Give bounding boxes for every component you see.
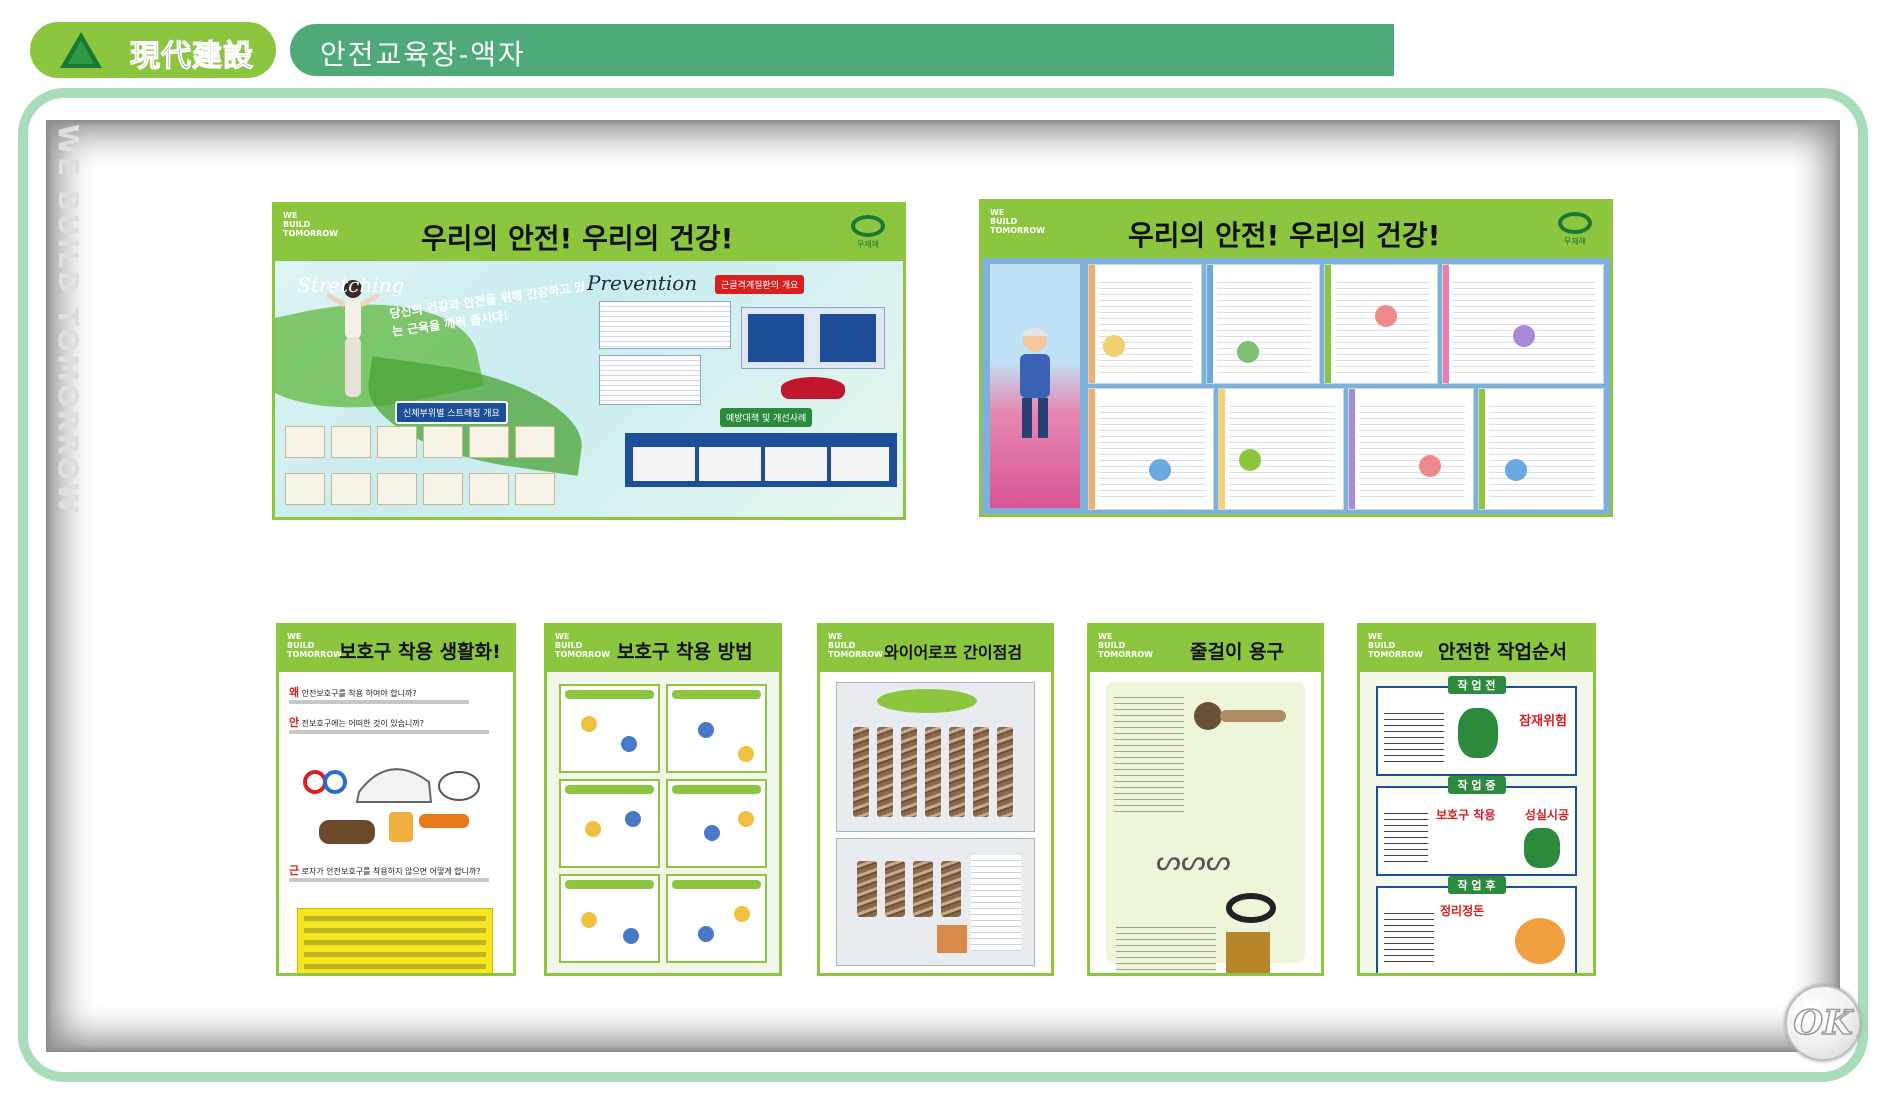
poster-title: 줄걸이 용구 bbox=[1190, 641, 1285, 663]
diagram-block bbox=[599, 355, 701, 405]
poster-body: 작 업 전 잠재위험 작 업 중 보호구 착용 성실시공 작 업 후 정리정돈 bbox=[1360, 672, 1593, 973]
poster-work-sequence[interactable]: WE BUILD TOMORROW 안전한 작업순서 작 업 전 잠재위험 작 … bbox=[1357, 623, 1596, 976]
logo-text: 現代建設 bbox=[130, 39, 254, 75]
text-line bbox=[289, 700, 469, 704]
text-line bbox=[289, 878, 489, 882]
method-grid bbox=[559, 684, 767, 963]
manual-page bbox=[1324, 264, 1438, 384]
poster-body: ᔕᔕᔕ bbox=[1090, 672, 1321, 973]
corner-tag: WE BUILD TOMORROW bbox=[1368, 632, 1423, 659]
rope-chart bbox=[836, 682, 1035, 832]
corner-tag: WE BUILD TOMORROW bbox=[555, 632, 610, 659]
question-2: 안 전보호구에는 어떠한 것이 있습니까? bbox=[289, 716, 424, 729]
page-title-bar: 안전교육장-액자 bbox=[290, 24, 1394, 76]
step-after-work: 작 업 후 정리정돈 bbox=[1376, 876, 1577, 973]
manual-page bbox=[1218, 388, 1344, 510]
wire-rope-icon bbox=[1194, 702, 1286, 730]
cases-panel bbox=[625, 433, 897, 487]
corner-tag: WE BUILD TOMORROW bbox=[828, 632, 883, 659]
poster-header: WE BUILD TOMORROW 줄걸이 용구 bbox=[1090, 626, 1321, 672]
corner-tag: WE BUILD TOMORROW bbox=[1098, 632, 1153, 659]
poster-title: 우리의 안전! 우리의 건강! bbox=[421, 222, 734, 255]
brand-ring-icon bbox=[1558, 212, 1592, 234]
hook-photo bbox=[1226, 932, 1270, 973]
poster-body bbox=[820, 672, 1051, 973]
question-1: 왜 안전보호구를 착용 하여야 합니까? bbox=[289, 686, 417, 699]
script-prevention: Prevention bbox=[587, 271, 698, 295]
manual-page bbox=[1478, 388, 1604, 510]
step-before-work: 작 업 전 잠재위험 bbox=[1376, 676, 1577, 776]
brand-mark: 무재해 bbox=[1558, 212, 1592, 247]
poster-title: 안전한 작업순서 bbox=[1438, 641, 1567, 663]
poster-body: 왜 안전보호구를 착용 하여야 합니까? 안 전보호구에는 어떠한 것이 있습니… bbox=[279, 672, 513, 973]
stretch-thumbs-row-1 bbox=[285, 426, 555, 458]
poster-header: WE BUILD TOMORROW 안전한 작업순서 bbox=[1360, 626, 1593, 672]
watermark: WE BUILD TOMORROW bbox=[52, 124, 85, 516]
svg-text:ᔕᔕᔕ: ᔕᔕᔕ bbox=[1156, 844, 1231, 877]
text-line bbox=[289, 730, 489, 734]
poster-header: WE BUILD TOMORROW 와이어로프 간이점검 bbox=[820, 626, 1051, 672]
stretch-thumbs-row-2 bbox=[285, 473, 555, 505]
ppe-equipment-icon bbox=[303, 768, 480, 844]
text-block bbox=[599, 301, 731, 349]
poster-header: WE BUILD TOMORROW 우리의 안전! 우리의 건강! 무재해 bbox=[275, 205, 903, 261]
poster-header: WE BUILD TOMORROW 우리의 안전! 우리의 건강! 무재해 bbox=[982, 202, 1610, 258]
page-title: 안전교육장-액자 bbox=[320, 38, 526, 71]
poster-body bbox=[982, 258, 1610, 514]
manual-page bbox=[1088, 264, 1202, 384]
rope-detail bbox=[836, 838, 1035, 966]
content-panel: ᔕᔕᔕ bbox=[1106, 682, 1305, 973]
poster-header: WE BUILD TOMORROW 보호구 착용 생활화! bbox=[279, 626, 513, 672]
company-logo: 現代建設 bbox=[30, 22, 276, 78]
chain-link-icon bbox=[1226, 893, 1276, 923]
tag-stretching: 신체부위별 스트레칭 개요 bbox=[395, 401, 508, 424]
cover-column bbox=[990, 264, 1080, 508]
poster-sling-tools[interactable]: WE BUILD TOMORROW 줄걸이 용구 ᔕᔕᔕ bbox=[1087, 623, 1324, 976]
red-arrow-shape bbox=[781, 377, 845, 399]
flow-chart bbox=[741, 307, 885, 369]
corner-tag: WE BUILD TOMORROW bbox=[283, 211, 338, 238]
poster-body bbox=[547, 672, 779, 973]
manual-page bbox=[1348, 388, 1474, 510]
poster-title: 와이어로프 간이점검 bbox=[884, 643, 1023, 662]
poster-header: WE BUILD TOMORROW 보호구 착용 방법 bbox=[547, 626, 779, 672]
step-during-work: 작 업 중 보호구 착용 성실시공 bbox=[1376, 776, 1577, 876]
poster-title: 보호구 착용 방법 bbox=[617, 641, 753, 663]
brand-ring-icon bbox=[851, 215, 885, 237]
manual-page bbox=[1088, 388, 1214, 510]
woman-figure-icon bbox=[327, 280, 379, 397]
ok-button[interactable]: OK bbox=[1785, 985, 1861, 1061]
corner-tag: WE BUILD TOMORROW bbox=[287, 632, 342, 659]
question-3: 근 로자가 안전보호구를 착용하지 않으면 어떻게 합니까? bbox=[289, 864, 481, 877]
manual-page bbox=[1442, 264, 1604, 384]
headline: 당신의 건강과 안전을 위해 간장하고 있는 근육을 깨워 줍시다! bbox=[388, 279, 587, 339]
triangle-logo-icon bbox=[60, 32, 102, 68]
poster-ppe-habit[interactable]: WE BUILD TOMORROW 보호구 착용 생활화! 왜 안전보호구를 착… bbox=[276, 623, 516, 976]
poster-health-manual[interactable]: WE BUILD TOMORROW 우리의 안전! 우리의 건강! 무재해 bbox=[979, 199, 1613, 517]
shackle-icon: ᔕᔕᔕ bbox=[1156, 844, 1231, 877]
worker-figure-icon bbox=[1020, 328, 1050, 438]
tag-overview: 근골격계질환의 개요 bbox=[715, 275, 805, 294]
poster-wire-rope-check[interactable]: WE BUILD TOMORROW 와이어로프 간이점검 bbox=[817, 623, 1054, 976]
poster-body: Stretching 당신의 건강과 안전을 위해 간장하고 있는 근육을 깨워… bbox=[275, 261, 903, 517]
notice-box bbox=[297, 908, 493, 973]
poster-stretching[interactable]: WE BUILD TOMORROW 우리의 안전! 우리의 건강! 무재해 St… bbox=[272, 202, 906, 520]
script-stretching: Stretching bbox=[297, 273, 405, 297]
tag-cases: 예방대책 및 개선사례 bbox=[720, 408, 813, 427]
poster-title: 보호구 착용 생활화! bbox=[339, 641, 501, 663]
manual-page bbox=[1206, 264, 1320, 384]
poster-ppe-method[interactable]: WE BUILD TOMORROW 보호구 착용 방법 bbox=[544, 623, 782, 976]
poster-title: 우리의 안전! 우리의 건강! bbox=[1128, 219, 1441, 252]
brand-mark: 무재해 bbox=[851, 215, 885, 250]
corner-tag: WE BUILD TOMORROW bbox=[990, 208, 1045, 235]
